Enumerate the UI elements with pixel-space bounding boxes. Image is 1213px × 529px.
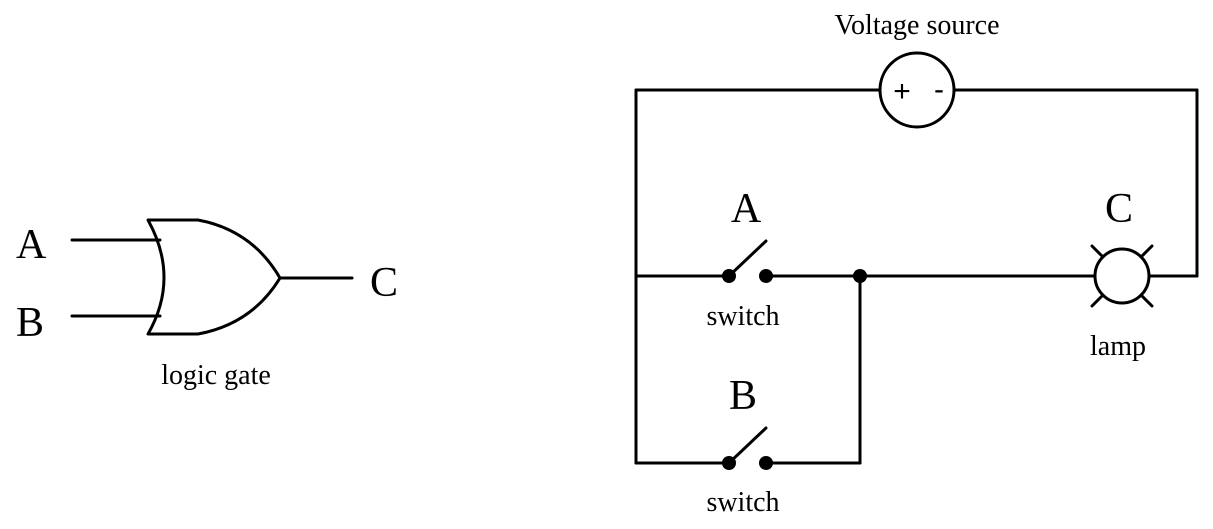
voltage-source-circle [878, 51, 956, 129]
voltage-source-minus: - [934, 73, 944, 106]
lamp-symbol [1090, 244, 1154, 308]
switch-a-label: A [731, 186, 762, 232]
lamp-circle [1093, 247, 1151, 305]
switch-b-terminal-right [759, 456, 773, 470]
lamp-ray-bottom-right [1140, 294, 1154, 308]
switch-b-caption: switch [706, 487, 779, 518]
switch-a-symbol [722, 239, 773, 283]
or-gate-symbol [70, 218, 354, 336]
switch-a-lever [727, 239, 768, 278]
switch-b-label: B [729, 373, 757, 419]
logic-gate-caption: logic gate [161, 360, 271, 391]
lamp-ray-top-right [1140, 244, 1154, 258]
gate-input-a-label: A [16, 222, 47, 268]
voltage-source-plus: + [893, 75, 911, 108]
junction-node [853, 269, 867, 283]
switch-a-terminal-right [759, 269, 773, 283]
gate-input-b-label: B [16, 300, 44, 346]
or-gate-body [146, 218, 282, 336]
switch-b-symbol [722, 426, 773, 470]
switch-b-lever [727, 426, 768, 465]
lamp-caption: lamp [1090, 331, 1146, 362]
lamp-ray-bottom-left [1090, 294, 1104, 308]
lamp-ray-top-left [1090, 244, 1104, 258]
circuit-wiring [634, 88, 1199, 465]
voltage-source-label: Voltage source [834, 10, 999, 41]
gate-output-c-label: C [370, 260, 398, 306]
lamp-label: C [1105, 186, 1133, 232]
switch-a-caption: switch [706, 301, 779, 332]
voltage-source-symbol: + - [878, 51, 956, 129]
